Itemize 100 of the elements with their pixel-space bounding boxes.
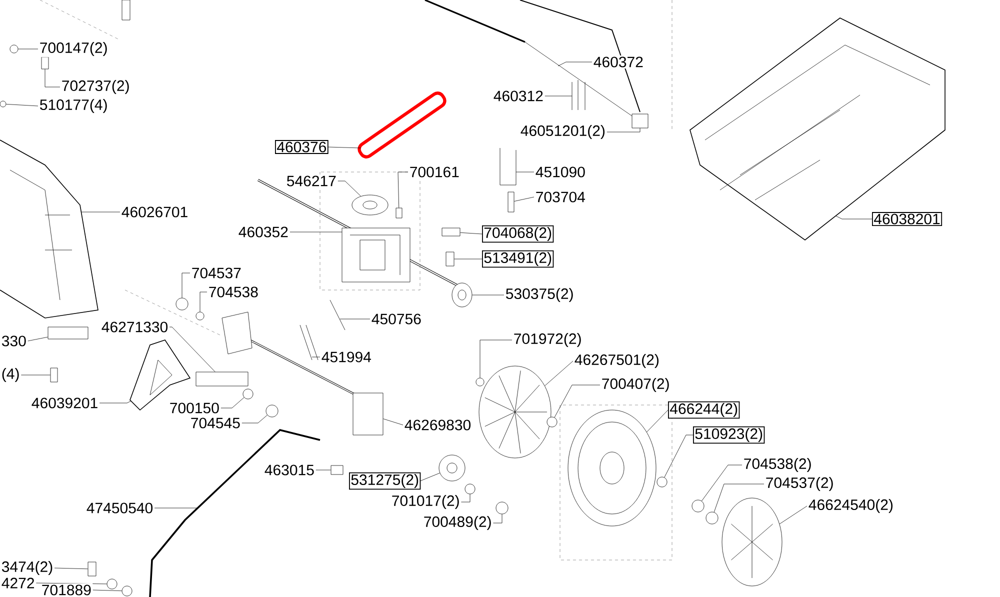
- wheel: [568, 410, 656, 526]
- leader-line: [472, 294, 504, 296]
- leader-line: [18, 48, 38, 50]
- leader-line: [54, 568, 88, 570]
- part-number: 700161: [408, 166, 461, 178]
- washer: [122, 586, 132, 596]
- leader-line: [328, 146, 362, 148]
- leader-line: [544, 360, 574, 386]
- leader-line: [169, 326, 216, 372]
- part-number: 546217: [285, 174, 338, 188]
- pulley: [352, 194, 388, 216]
- boxed-part-number: 513491(2): [482, 250, 554, 268]
- part-number: 700150: [168, 402, 221, 415]
- part-number: 46267501(2): [573, 352, 661, 370]
- bracket-drawing: [500, 148, 516, 186]
- leader-line: [664, 434, 694, 478]
- cable-drawing: [330, 300, 346, 330]
- leader-line: [6, 104, 38, 106]
- bushing: [452, 282, 472, 308]
- leader-line: [454, 258, 482, 260]
- lever-bracket: [196, 372, 248, 386]
- chute-drawing: [0, 140, 98, 318]
- gearbox-drawing: [342, 228, 410, 282]
- part-number: 46624540(2): [807, 498, 895, 514]
- part-number: (4): [0, 366, 21, 384]
- part-number: 450756: [370, 312, 423, 326]
- washer: [242, 388, 254, 400]
- part-number: 701889: [40, 584, 93, 597]
- boxed-part-number: 704068(2): [482, 225, 554, 243]
- leader-line: [493, 514, 502, 524]
- leader-line: [714, 484, 764, 512]
- part-number: 700407(2): [600, 376, 671, 394]
- part-number: 460352: [237, 226, 290, 238]
- leader-line: [606, 128, 640, 132]
- washer: [476, 378, 484, 386]
- leader-line: [461, 494, 470, 502]
- part-number: 4272: [0, 576, 36, 590]
- leader-line: [420, 472, 440, 482]
- part-number: 46051201(2): [519, 124, 607, 140]
- part-number: 46271330: [100, 320, 170, 334]
- washer: [546, 416, 558, 428]
- nut: [706, 512, 718, 524]
- part-number: 703704: [534, 190, 587, 204]
- part-number: 704538(2): [742, 456, 813, 474]
- washer: [196, 312, 204, 320]
- leader-line: [312, 356, 320, 358]
- washer: [106, 578, 118, 590]
- spring: [446, 252, 454, 266]
- leader-line: [20, 374, 50, 376]
- leader-line: [554, 384, 600, 418]
- spring-drawing: [300, 324, 318, 360]
- boxed-part-number: 460376: [275, 140, 328, 154]
- part-number: 451994: [320, 350, 373, 364]
- leader-line: [28, 336, 48, 342]
- leader-line: [99, 400, 132, 404]
- grass-bag-drawing: [690, 18, 946, 240]
- part-number: 510177(4): [38, 98, 109, 114]
- part-number: 704545: [189, 416, 242, 430]
- key: [442, 228, 460, 236]
- part-number: 530375(2): [504, 286, 575, 304]
- part-number: 47450540: [85, 502, 154, 515]
- side-plate: [352, 392, 384, 436]
- part-number: 700147(2): [38, 40, 109, 58]
- drive-belt: [358, 92, 446, 158]
- bearing: [656, 476, 668, 488]
- leader-line: [480, 340, 512, 378]
- nut: [176, 298, 188, 310]
- boxed-part-number: 510923(2): [693, 426, 765, 444]
- leader-line: [514, 196, 534, 202]
- clip: [88, 562, 96, 576]
- boxed-part-number: 466244(2): [668, 401, 740, 419]
- boxed-part-number: 46038201: [872, 212, 942, 226]
- part-number: 3474(2): [0, 560, 54, 576]
- part-number: 701017(2): [390, 494, 461, 510]
- screw: [0, 100, 6, 108]
- clip: [496, 502, 508, 514]
- leader-line: [460, 232, 482, 234]
- pin: [396, 208, 402, 218]
- leader-line: [646, 410, 668, 432]
- washer: [692, 500, 704, 512]
- part-number: 330: [0, 334, 28, 348]
- bolt: [266, 404, 278, 418]
- part-number: 46026701: [120, 206, 190, 218]
- leader-line: [220, 397, 244, 408]
- gear: [438, 454, 466, 482]
- screw: [41, 56, 49, 70]
- knob: [632, 114, 648, 128]
- leader-line: [338, 180, 362, 196]
- leader-line: [383, 418, 404, 426]
- part-number: 46039201: [30, 396, 100, 410]
- wheel-disc: [478, 366, 552, 458]
- leader-line: [182, 272, 190, 298]
- leader-line: [200, 292, 208, 312]
- screw: [508, 192, 514, 212]
- part-number: 704537: [190, 266, 243, 280]
- pin: [330, 465, 344, 475]
- part-number: 704538: [207, 286, 260, 299]
- leader-line: [242, 414, 268, 424]
- hubcap: [722, 498, 782, 586]
- part-number: 704537(2): [764, 476, 835, 492]
